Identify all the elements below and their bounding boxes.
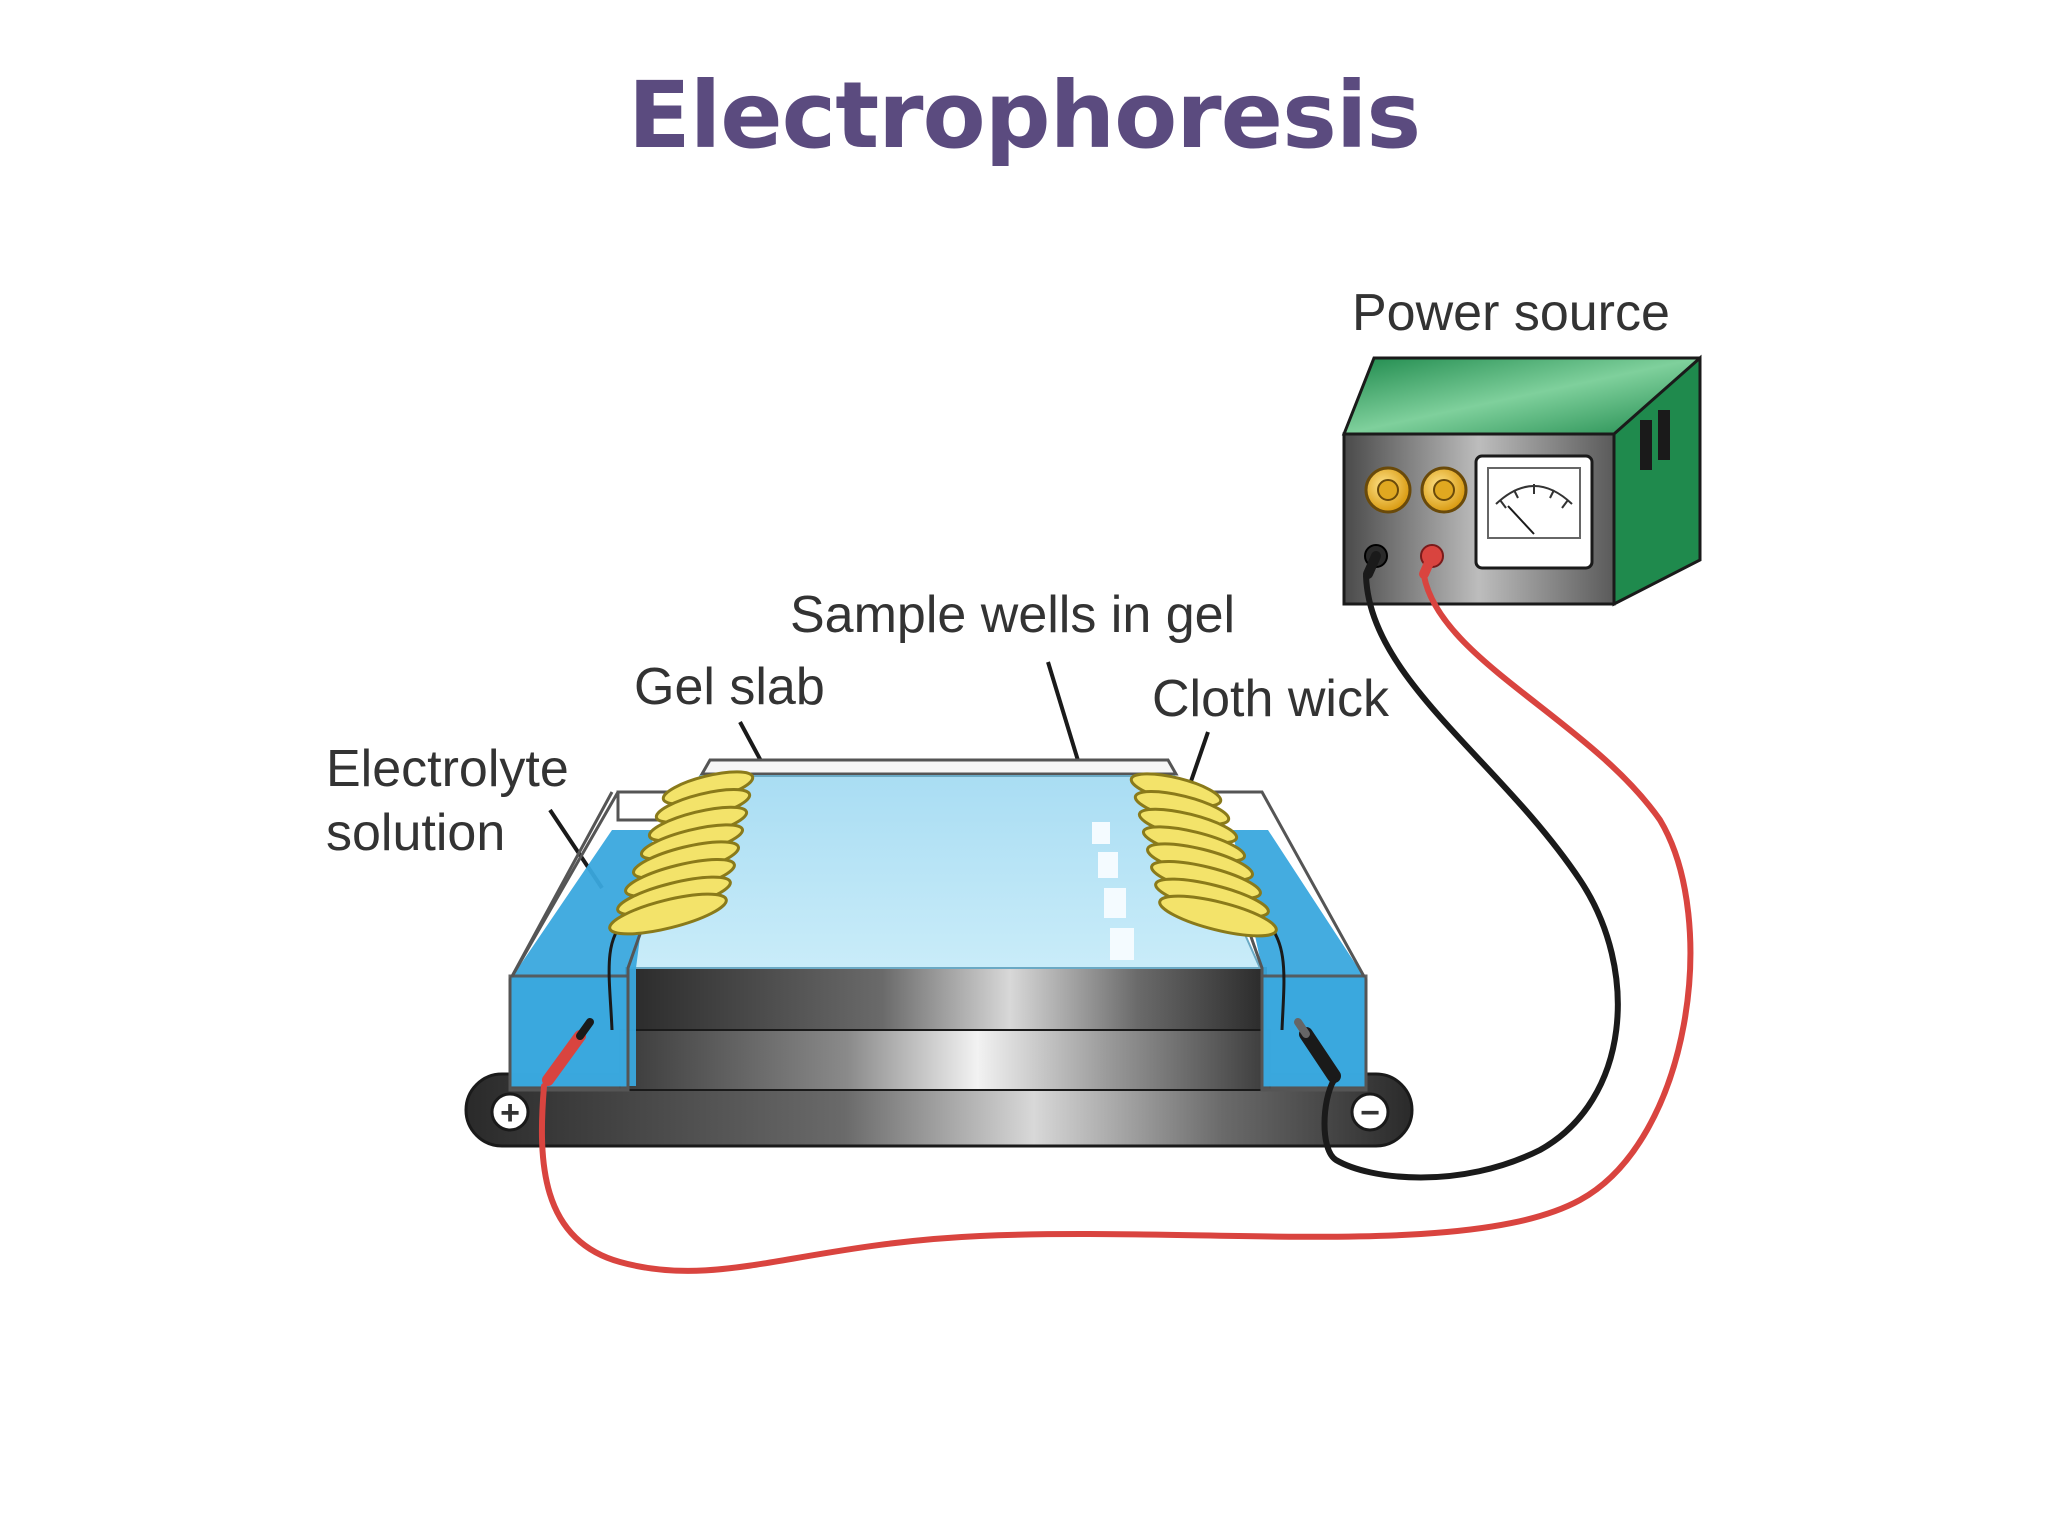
power-source — [1341, 354, 1702, 607]
sample-wells — [1092, 822, 1134, 960]
sample-well — [1098, 852, 1118, 878]
label-gel-slab: Gel slab — [634, 658, 825, 716]
meter-tick — [1499, 499, 1507, 509]
left-tank-edge — [508, 791, 614, 981]
meter-tick — [1549, 489, 1555, 499]
chamber-back-rim — [699, 758, 1179, 776]
chamber-upper-bar — [625, 967, 1267, 1031]
gel-chamber — [508, 758, 1368, 1092]
meter-tick — [1561, 499, 1569, 509]
left-cloth-wick — [608, 770, 755, 936]
label-power-source: Power source — [1352, 284, 1670, 342]
left-electrode-rod — [542, 1030, 586, 1086]
plug-positive — [1419, 551, 1437, 579]
label-sample-wells: Sample wells in gel — [790, 586, 1235, 644]
knob-right-center — [1433, 479, 1455, 501]
right-tank-wall — [1197, 790, 1368, 1092]
right-cloth-wick — [1129, 772, 1278, 938]
sample-well — [1110, 928, 1134, 960]
meter-ticks — [1499, 484, 1569, 509]
label-electrolyte-line1: Electrolyte — [326, 740, 569, 798]
sample-well — [1092, 822, 1110, 844]
positive-terminal-ring — [490, 1092, 530, 1132]
meter-tick — [1513, 489, 1519, 499]
slide-title: Electrophoresis — [627, 62, 1421, 169]
red-wire — [538, 573, 1694, 1274]
right-electrode-tip — [1294, 1018, 1310, 1038]
right-electrode-rod — [1299, 1027, 1341, 1083]
wick-fold — [1158, 894, 1278, 938]
negative-terminal: − — [1350, 1092, 1390, 1132]
sample-well — [1104, 888, 1126, 918]
left-tank-front — [508, 974, 630, 1090]
negative-terminal-ring — [1350, 1092, 1390, 1132]
wick-fold — [608, 892, 728, 936]
plug-negative — [1363, 551, 1381, 579]
right-buffer-tank — [1197, 790, 1368, 1092]
chamber-lower-bar — [619, 1029, 1271, 1091]
vent-slot — [1640, 420, 1652, 470]
left-electrode-tip — [576, 1018, 594, 1040]
negative-terminal-symbol: − — [1360, 1094, 1380, 1132]
meter-needle — [1507, 505, 1535, 535]
leader-cloth-wick — [1186, 731, 1210, 791]
label-electrolyte-line2: solution — [326, 804, 505, 862]
positive-terminal: + — [490, 1092, 530, 1132]
vent-slot — [1658, 410, 1670, 460]
power-source-vents — [1640, 410, 1670, 470]
right-tank-front — [1260, 974, 1368, 1090]
knob-left-center — [1377, 479, 1399, 501]
black-wire — [1321, 573, 1621, 1181]
label-cloth-wick: Cloth wick — [1152, 670, 1390, 728]
positive-terminal-symbol: + — [500, 1094, 520, 1132]
